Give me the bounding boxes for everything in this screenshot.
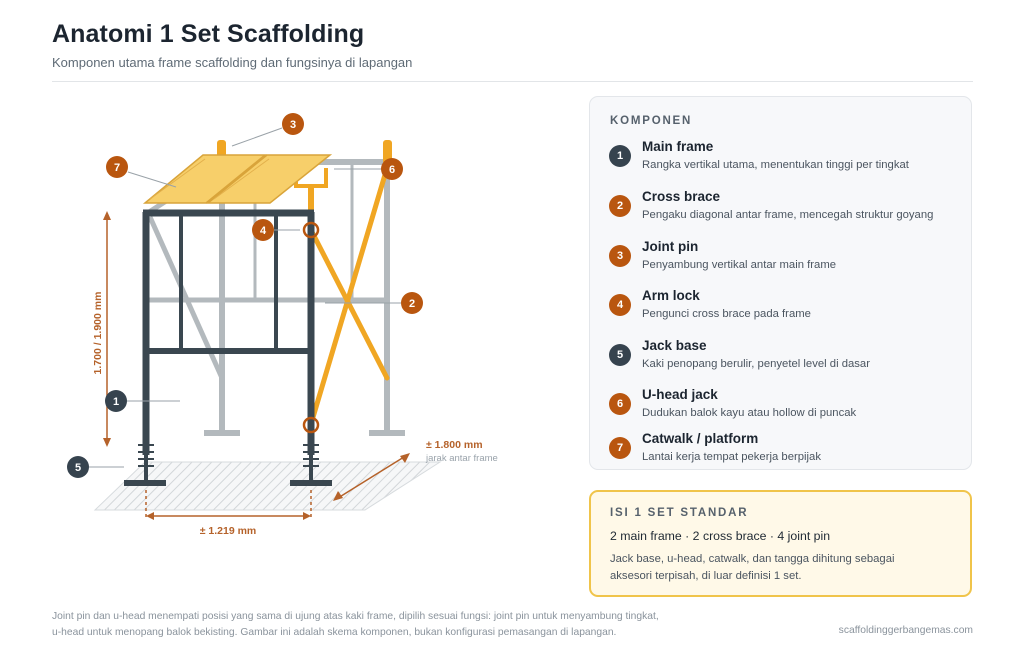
standard-set-card: ISI 1 SET STANDAR 2 main frame · 2 cross… — [589, 490, 972, 597]
scaffolding-diagram: 1.700 / 1.900 mm ± 1.219 mm ± 1.800 mm j… — [67, 113, 498, 537]
height-label: 1.700 / 1.900 mm — [92, 292, 104, 375]
component-name: Cross brace — [642, 189, 721, 204]
callout-4: 4 — [252, 219, 274, 241]
component-item-catwalk: 7 Catwalk / platform Lantai kerja tempat… — [609, 431, 959, 475]
component-name: Joint pin — [642, 239, 699, 254]
svg-text:7: 7 — [114, 162, 120, 174]
svg-text:6: 6 — [389, 164, 395, 176]
footer-website[interactable]: scaffoldinggerbangemas.com — [838, 625, 973, 636]
cross-brace — [308, 165, 390, 427]
ground-area — [93, 461, 442, 511]
component-number: 4 — [609, 294, 631, 316]
component-desc: Kaki penopang berulir, penyetel level di… — [642, 358, 870, 370]
height-dimension — [103, 211, 111, 447]
callout-5: 5 — [67, 456, 89, 478]
width-dimension — [145, 490, 312, 520]
component-desc: Rangka vertikal utama, menentukan tinggi… — [642, 159, 909, 171]
joint-pin — [217, 140, 392, 164]
component-name: Arm lock — [642, 288, 700, 303]
components-heading: KOMPONEN — [610, 115, 693, 127]
header-divider — [52, 81, 973, 82]
component-desc: Penyambung vertikal antar main frame — [642, 259, 837, 271]
callout-7: 7 — [106, 156, 128, 178]
component-item-arm-lock: 4 Arm lock Pengunci cross brace pada fra… — [609, 288, 959, 332]
component-name: U-head jack — [642, 387, 718, 402]
footer-note: Joint pin dan u-head menempati posisi ya… — [52, 609, 692, 641]
catwalk-platform — [142, 154, 333, 204]
callout-leaders — [89, 127, 401, 468]
component-number: 1 — [609, 145, 631, 167]
svg-text:5: 5 — [75, 462, 81, 474]
callout-3: 3 — [282, 113, 304, 135]
component-desc: Dudukan balok kayu atau hollow di puncak — [642, 407, 857, 419]
component-name: Catwalk / platform — [642, 431, 759, 446]
callout-1: 1 — [105, 390, 127, 412]
svg-text:4: 4 — [260, 225, 267, 237]
svg-text:1: 1 — [113, 396, 119, 408]
component-item-main-frame: 1 Main frame Rangka vertikal utama, mene… — [609, 139, 959, 183]
footer-note-line: u-head untuk menopang balok bekisting. G… — [52, 627, 617, 638]
page-subtitle: Komponen utama frame scaffolding dan fun… — [52, 55, 413, 70]
main-frame — [142, 209, 315, 455]
svg-text:3: 3 — [290, 119, 296, 131]
standard-set-note: Jack base, u-head, catwalk, dan tangga d… — [610, 553, 895, 582]
depth-caption: jarak antar frame — [425, 453, 498, 464]
depth-dimension — [333, 453, 410, 501]
component-item-u-head-jack: 6 U-head jack Dudukan balok kayu atau ho… — [609, 387, 959, 431]
standard-set-heading: ISI 1 SET STANDAR — [610, 507, 749, 519]
component-name: Jack base — [642, 338, 707, 353]
svg-text:2: 2 — [409, 298, 415, 310]
component-number: 6 — [609, 393, 631, 415]
component-desc: Pengaku diagonal antar frame, mencegah s… — [642, 209, 934, 221]
arm-lock — [302, 221, 320, 434]
component-item-cross-brace: 2 Cross brace Pengaku diagonal antar fra… — [609, 189, 959, 233]
callout-2: 2 — [401, 292, 423, 314]
callout-6: 6 — [381, 158, 403, 180]
component-name: Main frame — [642, 139, 714, 154]
standard-set-contents: 2 main frame · 2 cross brace · 4 joint p… — [610, 529, 831, 543]
width-label: ± 1.219 mm — [200, 525, 257, 537]
component-desc: Pengunci cross brace pada frame — [642, 308, 811, 320]
component-number: 3 — [609, 245, 631, 267]
depth-label: ± 1.800 mm — [426, 439, 483, 451]
component-number: 2 — [609, 195, 631, 217]
component-item-jack-base: 5 Jack base Kaki penopang berulir, penye… — [609, 338, 959, 382]
component-desc: Lantai kerja tempat pekerja berpijak — [642, 451, 821, 463]
component-number: 7 — [609, 437, 631, 459]
page-title: Anatomi 1 Set Scaffolding — [52, 20, 365, 48]
component-item-joint-pin: 3 Joint pin Penyambung vertikal antar ma… — [609, 239, 959, 283]
components-card: KOMPONEN 1 Main frame Rangka vertikal ut… — [589, 96, 972, 470]
jack-base — [124, 440, 332, 486]
component-number: 5 — [609, 344, 631, 366]
footer-note-line: Joint pin dan u-head menempati posisi ya… — [52, 611, 659, 622]
